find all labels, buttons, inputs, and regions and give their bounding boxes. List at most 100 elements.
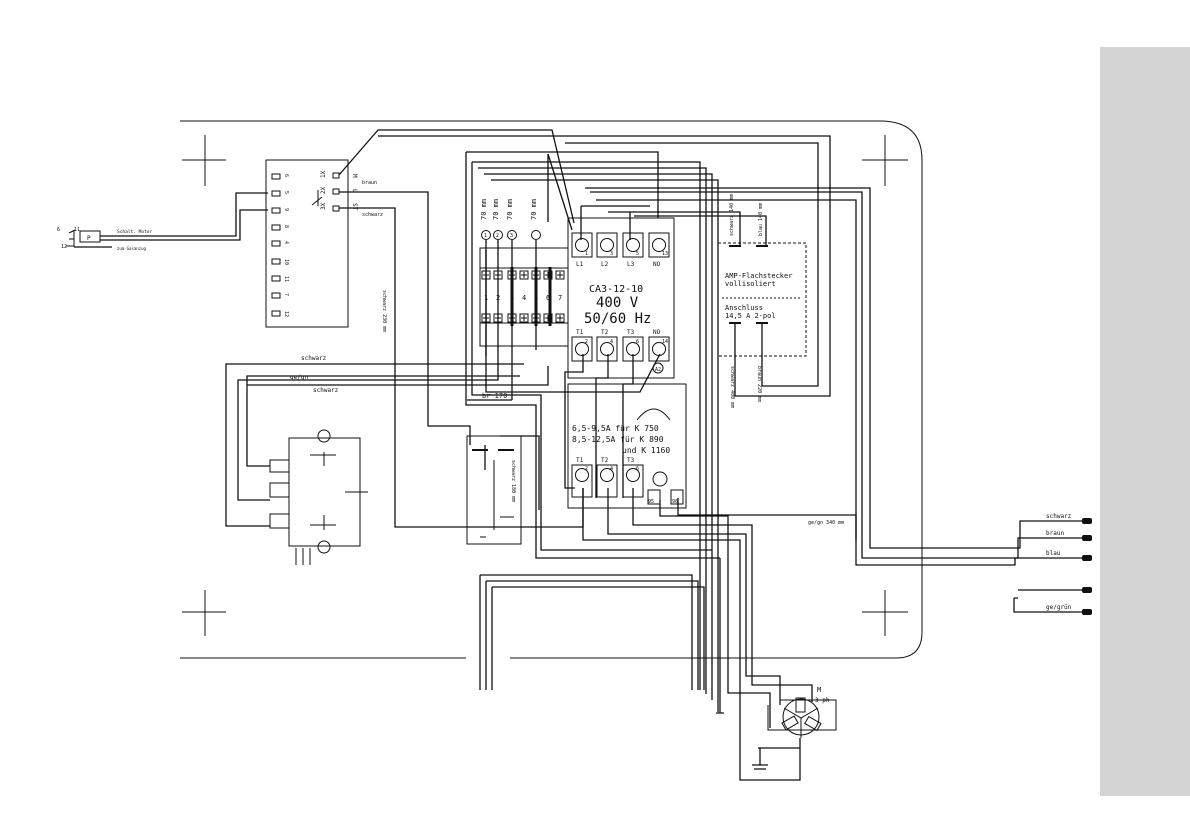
overload-num-1: 2 (585, 466, 588, 472)
contactor-top-label-1: L1 (576, 261, 584, 268)
tb-length-4: 70 mm (530, 199, 538, 220)
switch-pin-8 (271, 292, 281, 299)
overload-aux-95: 95 (648, 499, 654, 505)
tb-number-6: 6 (546, 294, 550, 302)
contact-3x: 3X (320, 202, 327, 210)
switch-pin-6 (271, 258, 281, 265)
overload-range-2: 8,5-12,5A für K 890 (572, 435, 664, 444)
switch-pin-5 (271, 240, 281, 247)
amp-bottom-label-schwarz: schwarz 400 mm (729, 366, 735, 408)
contactor-coil-a2: A2 (655, 367, 661, 373)
contactor-bottom-screw-1 (575, 342, 589, 356)
contactor-top-label-3: L3 (627, 261, 635, 268)
lead-connector-4 (1082, 587, 1092, 593)
contactor-bottom-terminal-3 (622, 336, 644, 362)
contactor-voltage: 400 V (596, 295, 639, 311)
switch-pin-label-8: 7 (283, 293, 289, 296)
lead-connector-3 (1082, 555, 1092, 561)
contactor-bottom-terminal-4 (648, 336, 670, 362)
contactor-bottom-label-1: T1 (576, 329, 584, 336)
capacitor-label: schwarz 180 mm (510, 460, 516, 502)
overload-aux-96: 96 (672, 499, 678, 505)
tb-top-screw-cross-1 (483, 272, 489, 278)
contactor-bottom-num-1: 2 (585, 339, 588, 345)
tb-bottom-screw-cross-2 (495, 315, 501, 321)
pin-label-st: ST (351, 203, 358, 211)
contactor-bottom-screw-2 (600, 342, 614, 356)
tb-top-screw-2 (493, 270, 503, 280)
switch-pin-3 (271, 207, 281, 214)
crosshair-marks (182, 135, 908, 636)
amp-line1: AMP-Flachstecker (725, 272, 792, 280)
wire-label-braun-top: braun (362, 180, 377, 186)
contactor-top-screw-2 (600, 238, 614, 252)
switch-pin-label-3: 9 (283, 208, 289, 211)
tb-top-screw-7 (555, 270, 565, 280)
contactor-top-terminal-4 (648, 232, 670, 258)
contactor-bottom-terminal-2 (596, 336, 618, 362)
lead-label-1: schwarz (1046, 513, 1072, 520)
tb-bottom-screw-2 (493, 313, 503, 323)
contactor-bottom-label-2: T2 (601, 329, 609, 336)
switch-pin-label-5: 4 (283, 241, 289, 244)
contactor-bottom-screw-4 (652, 342, 666, 356)
tb-bottom-screw-6 (543, 313, 553, 323)
tb-top-num-2: 2 (496, 233, 499, 239)
amp-top-label-schwarz: schwarz 140 mm (729, 194, 735, 236)
amp-line4: 14,5 A 2-pol (725, 312, 776, 320)
overload-label-3: T3 (627, 457, 635, 464)
tb-bottom-screw-4 (519, 313, 529, 323)
contactor-model: CA3-12-10 (589, 284, 643, 295)
tb-top-screw-cross-4 (521, 272, 527, 278)
tb-length-3: 70 mm (506, 199, 514, 220)
pin-label-m: M (351, 174, 358, 178)
contactor-top-terminal-3 (622, 232, 644, 258)
pressure-switch-left-label-3: 12 (61, 244, 67, 250)
tb-length-1: 70 mm (480, 199, 488, 220)
contactor-bottom-terminal-1 (571, 336, 593, 362)
contactor-bottom-screw-3 (626, 342, 640, 356)
contactor-bottom-label-3: T3 (627, 329, 635, 336)
contactor-bottom-num-4: 14 (662, 339, 668, 345)
overload-relay: 6,5-9,5A für K 750 8,5-12,5A für K 890 u… (567, 383, 687, 509)
overload-label-2: T2 (601, 457, 609, 464)
capacitor: schwarz 180 mm (466, 435, 522, 545)
overload-num-3: 6 (636, 466, 639, 472)
note-ge-gn: ge/gn (290, 374, 308, 381)
tb-top-screw-4 (519, 270, 529, 280)
overload-terminal-2 (596, 464, 618, 498)
switch-pin-label-1: 6 (283, 174, 289, 177)
motor-phase: 3 ph (815, 697, 830, 704)
switch-pin-label-2: 5 (283, 191, 289, 194)
motor-junction (269, 429, 368, 565)
note-schwarz-mid: schwarz (313, 387, 339, 394)
amp-bottom-label-braun: braun 220 mm (756, 366, 762, 402)
switch-pin-1 (271, 173, 281, 180)
switch-pin-7 (271, 275, 281, 282)
overload-screw-2 (600, 468, 614, 482)
overload-screw-1 (575, 468, 589, 482)
tb-top-num-1: 1 (484, 233, 487, 239)
contactor-bottom-num-3: 6 (636, 339, 639, 345)
overload-screw-3 (626, 468, 640, 482)
amp-line2: vollisoliert (725, 280, 776, 288)
switch-pin-label-7: 11 (283, 276, 289, 282)
contactor-top-screw-1 (575, 238, 589, 252)
amp-line3: Anschluss (725, 304, 763, 312)
contactor-top-screw-3 (626, 238, 640, 252)
switch-pin-4 (271, 224, 281, 231)
tb-bottom-screw-7 (555, 313, 565, 323)
tb-top-num-3: 3 (510, 233, 513, 239)
pressure-switch-caption: Schalt. Motor (117, 229, 153, 235)
lead-connector-2 (1082, 535, 1092, 541)
pressure-switch: P 6 11 12 Schalt. Motor zum Gasanzug (57, 192, 268, 251)
pin-label-l: L (351, 189, 358, 193)
wire-label-schwarz-top: schwarz (362, 212, 383, 218)
switch-pin-label-6: 10 (283, 259, 289, 265)
pressure-switch-left-label-2: 11 (74, 227, 80, 233)
contactor-top-screw-4 (652, 238, 666, 252)
